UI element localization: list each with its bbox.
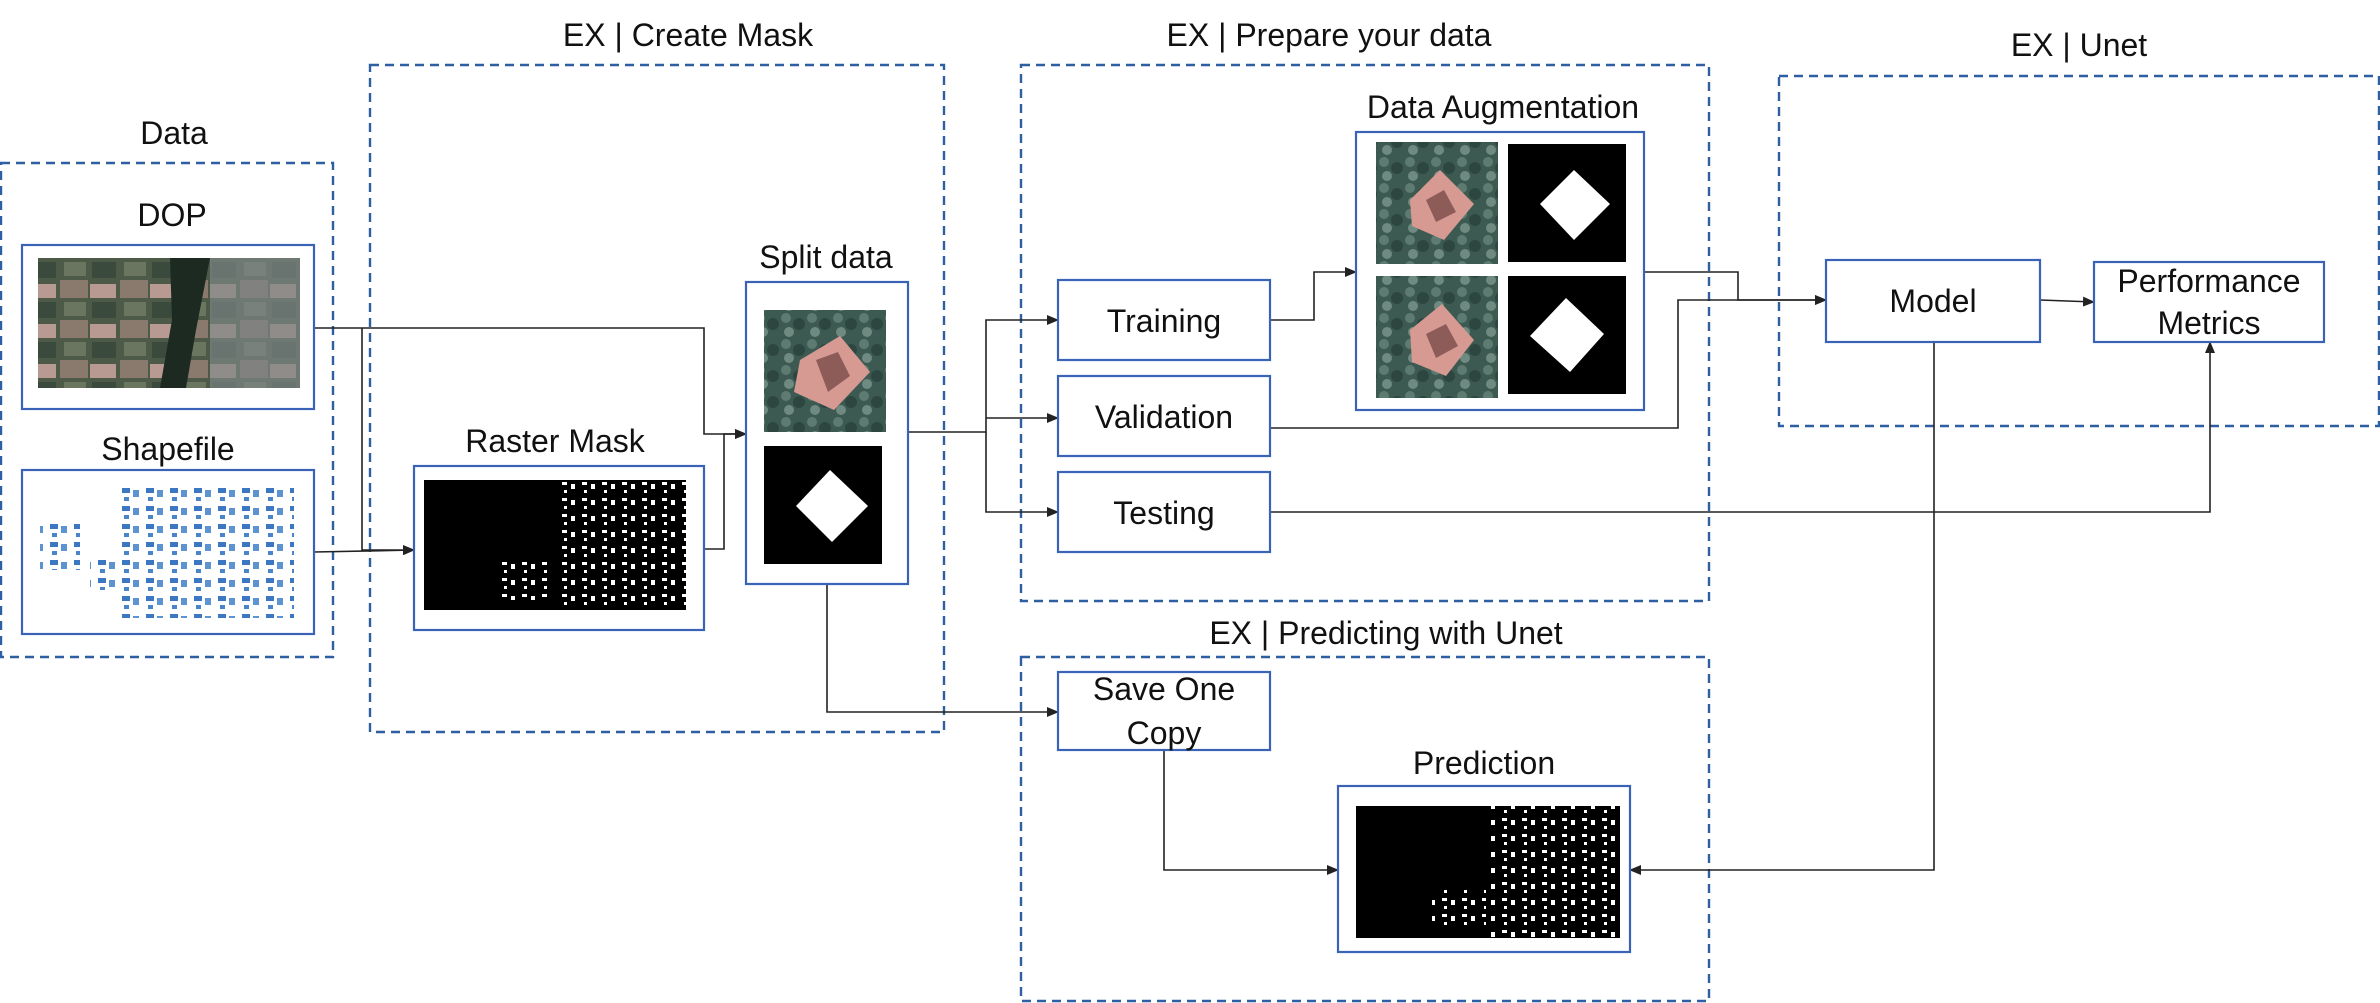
testing-box[interactable] xyxy=(1056,470,1272,554)
connector-validation-to-model xyxy=(1270,295,1827,429)
save-one-copy-box[interactable] xyxy=(1056,670,1272,752)
connector-dop-to-split xyxy=(314,327,747,439)
validation-label: Validation xyxy=(1095,399,1233,435)
group-predicting-title: EX | Predicting with Unet xyxy=(1209,615,1562,651)
training-label: Training xyxy=(1107,303,1221,339)
data-augmentation-label: Data Augmentation xyxy=(1367,89,1639,125)
augmentation-image-tile-2 xyxy=(1376,276,1498,398)
group-data xyxy=(0,161,335,659)
model-label: Model xyxy=(1889,283,1976,319)
group-unet xyxy=(1777,74,2380,428)
group-create-mask xyxy=(368,63,946,734)
split-data-label: Split data xyxy=(759,239,893,275)
dop-aerial-image xyxy=(38,258,300,388)
connector-save-to-prediction xyxy=(1163,750,1339,875)
connector-model-to-prediction xyxy=(1629,342,1935,875)
raster-mask-image xyxy=(424,480,686,610)
group-unet-title: EX | Unet xyxy=(2011,27,2147,63)
group-data-title: Data xyxy=(140,115,208,151)
testing-label: Testing xyxy=(1113,495,1214,531)
connector-augmentation-to-model xyxy=(1644,271,1827,305)
shapefile-label: Shapefile xyxy=(101,431,234,467)
save-one-copy-label-line1: Save One xyxy=(1093,671,1235,707)
group-prepare-data xyxy=(1019,63,1711,603)
model-box[interactable] xyxy=(1824,258,2042,344)
split-data-image-tile xyxy=(764,310,886,432)
connector-split-to-training xyxy=(908,315,1059,433)
split-data-mask-tile xyxy=(764,446,882,564)
save-one-copy-label-line2: Copy xyxy=(1127,715,1202,751)
connector-split-to-testing xyxy=(985,432,1059,517)
group-create-mask-title: EX | Create Mask xyxy=(563,17,814,53)
augmentation-image-tile-1 xyxy=(1376,142,1498,264)
performance-metrics-label-line2: Metrics xyxy=(2157,305,2260,341)
connector-shapefile-to-raster xyxy=(313,545,415,556)
performance-metrics-box[interactable] xyxy=(2092,260,2326,344)
connector-testing-to-metrics xyxy=(1270,341,2215,513)
group-predicting xyxy=(1019,655,1711,1003)
connector-model-to-metrics xyxy=(2039,296,2095,307)
augmentation-mask-tile-1 xyxy=(1508,144,1626,262)
prediction-label: Prediction xyxy=(1413,745,1555,781)
augmentation-mask-tile-2 xyxy=(1508,276,1626,394)
raster-mask-label: Raster Mask xyxy=(465,423,646,459)
connector-raster-to-split xyxy=(704,429,747,550)
connector-split-to-save xyxy=(826,584,1059,717)
connector-training-to-augmentation xyxy=(1270,267,1357,321)
training-box[interactable] xyxy=(1056,278,1272,362)
group-prepare-data-title: EX | Prepare your data xyxy=(1167,17,1492,53)
shapefile-building-footprints xyxy=(40,486,294,618)
performance-metrics-label-line1: Performance xyxy=(2117,263,2300,299)
connectors xyxy=(313,267,2215,875)
validation-box[interactable] xyxy=(1056,374,1272,458)
dop-label: DOP xyxy=(137,197,206,233)
prediction-mask-image xyxy=(1356,806,1620,938)
